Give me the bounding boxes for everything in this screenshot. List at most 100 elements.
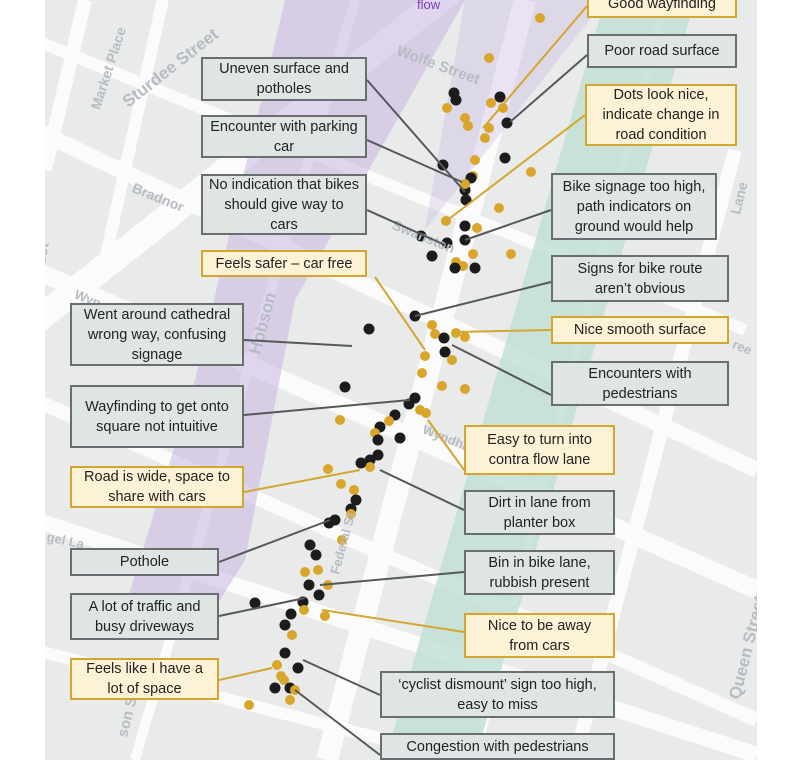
positive-observation-dot — [486, 98, 496, 108]
positive-comment-label: Nice to be away from cars — [464, 613, 615, 658]
leader-line — [218, 597, 306, 617]
positive-observation-dot — [451, 328, 461, 338]
negative-comment-label: Wayfinding to get onto square not intuit… — [70, 385, 244, 448]
leader-line — [366, 139, 463, 183]
negative-observation-dot — [303, 579, 315, 591]
negative-observation-dot — [364, 454, 376, 466]
positive-observation-dot — [480, 133, 490, 143]
negative-observation-dot — [355, 457, 367, 469]
positive-observation-dot — [337, 535, 347, 545]
positive-comment-label: Feels safer – car free — [201, 250, 367, 277]
positive-observation-dot — [460, 332, 470, 342]
street-label: flow — [417, 0, 441, 12]
negative-comment-label: Poor road surface — [587, 34, 737, 68]
leader-line — [321, 609, 465, 633]
leader-line — [366, 209, 446, 246]
negative-observation-dot — [269, 682, 281, 694]
negative-observation-dot — [409, 392, 421, 404]
leader-line — [302, 659, 381, 696]
positive-observation-dot — [498, 103, 508, 113]
negative-observation-dot — [304, 539, 316, 551]
positive-observation-dot — [470, 155, 480, 165]
leader-line — [294, 689, 381, 756]
positive-observation-dot — [285, 695, 295, 705]
positive-observation-dot — [349, 485, 359, 495]
positive-observation-dot — [323, 464, 333, 474]
negative-observation-dot — [285, 608, 297, 620]
positive-observation-dot — [484, 53, 494, 63]
leader-line — [427, 419, 465, 471]
positive-observation-dot — [460, 179, 470, 189]
positive-observation-dot — [300, 567, 310, 577]
positive-observation-dot — [336, 479, 346, 489]
positive-observation-dot — [272, 660, 282, 670]
negative-observation-dot — [459, 220, 471, 232]
positive-observation-dot — [320, 611, 330, 621]
negative-observation-dot — [372, 434, 384, 446]
negative-comment-label: Dirt in lane from planter box — [464, 490, 615, 535]
positive-observation-dot — [335, 415, 345, 425]
positive-observation-dot — [384, 416, 394, 426]
positive-comment-label: Road is wide, space to share with cars — [70, 466, 244, 508]
negative-comment-label: Uneven surface and potholes — [201, 57, 367, 101]
negative-observation-dot — [494, 91, 506, 103]
positive-observation-dot — [430, 329, 440, 339]
negative-comment-label: Encounters with pedestrians — [551, 361, 729, 406]
positive-observation-dot — [287, 630, 297, 640]
negative-observation-dot — [363, 323, 375, 335]
positive-observation-dot — [299, 605, 309, 615]
positive-observation-dot — [447, 355, 457, 365]
leader-line — [509, 54, 588, 123]
positive-observation-dot — [468, 249, 478, 259]
positive-observation-dot — [463, 121, 473, 131]
negative-comment-label: Congestion with pedestrians — [380, 733, 615, 760]
negative-observation-dot — [426, 250, 438, 262]
negative-comment-label: Went around cathedral wrong way, confusi… — [70, 303, 244, 366]
positive-observation-dot — [244, 700, 254, 710]
negative-comment-label: Pothole — [70, 548, 219, 576]
leader-line — [464, 209, 552, 241]
leader-line — [243, 469, 361, 493]
negative-comment-label: A lot of traffic and busy driveways — [70, 593, 219, 640]
positive-observation-dot — [494, 203, 504, 213]
positive-observation-dot — [460, 113, 470, 123]
negative-observation-dot — [469, 262, 481, 274]
leader-line — [451, 344, 552, 396]
leader-line — [243, 399, 411, 416]
negative-observation-dot — [394, 432, 406, 444]
observation-dots — [244, 13, 545, 710]
negative-comment-label: No indication that bikes should give way… — [201, 174, 367, 235]
positive-observation-dot — [526, 167, 536, 177]
negative-observation-dot — [439, 346, 451, 358]
positive-observation-dot — [420, 351, 430, 361]
negative-comment-label: Bike signage too high, path indicators o… — [551, 173, 717, 240]
leader-line — [374, 276, 426, 351]
negative-observation-dot — [339, 381, 351, 393]
negative-observation-dot — [350, 494, 362, 506]
positive-observation-dot — [276, 671, 286, 681]
negative-observation-dot — [313, 589, 325, 601]
positive-observation-dot — [472, 223, 482, 233]
negative-comment-label: Bin in bike lane, rubbish present — [464, 550, 615, 595]
leader-line — [454, 329, 552, 333]
leader-line — [482, 5, 588, 129]
negative-observation-dot — [279, 647, 291, 659]
positive-observation-dot — [365, 462, 375, 472]
positive-comment-label: Nice smooth surface — [551, 316, 729, 344]
positive-observation-dot — [460, 384, 470, 394]
positive-observation-dot — [346, 509, 356, 519]
negative-comment-label: Encounter with parking car — [201, 115, 367, 158]
negative-comment-label: ‘cyclist dismount’ sign too high, easy t… — [380, 671, 615, 718]
negative-observation-dot — [310, 549, 322, 561]
positive-observation-dot — [484, 123, 494, 133]
leader-line — [319, 571, 465, 586]
positive-observation-dot — [506, 249, 516, 259]
negative-observation-dot — [499, 152, 511, 164]
leader-line — [243, 339, 353, 347]
negative-observation-dot — [323, 517, 335, 529]
positive-observation-dot — [437, 381, 447, 391]
leader-line — [379, 469, 465, 511]
positive-observation-dot — [313, 565, 323, 575]
